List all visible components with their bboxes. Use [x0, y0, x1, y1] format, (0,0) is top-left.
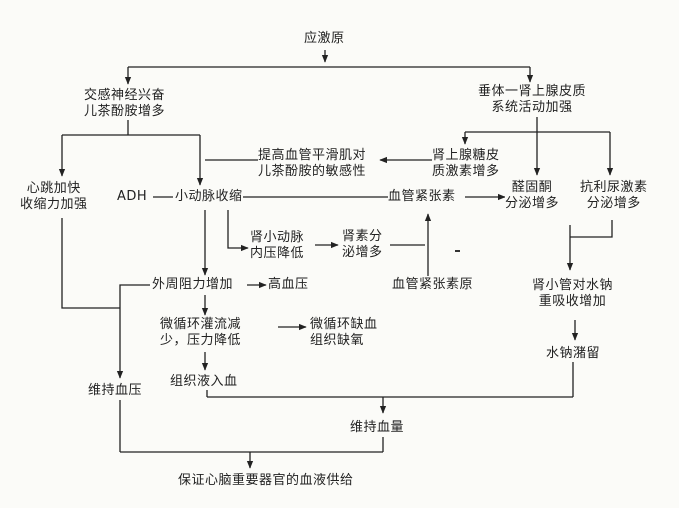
node-angiotensinogen: 血管紧张素原 [392, 277, 474, 293]
node-adh-hormone-line2: 分泌增多 [586, 196, 641, 211]
node-ischemia-line2: 组织缺氧 [310, 333, 365, 348]
node-maintain-volume: 维持血量 [350, 420, 405, 436]
node-microcirculation-line1: 微循环灌流减 [160, 317, 242, 332]
node-sensitivity-line1: 提高血管平滑肌对 [258, 148, 367, 163]
node-adh: ADH [117, 189, 148, 205]
node-glucocorticoid-line2: 质激素增多 [432, 164, 500, 179]
node-ischemia-line1: 微循环缺血 [310, 317, 378, 332]
node-hypertension: 高血压 [268, 277, 309, 293]
node-adh-hormone: 抗利尿激素 分泌增多 [580, 180, 648, 212]
stray-mark [455, 250, 460, 252]
node-renin-line2: 泌增多 [342, 245, 383, 260]
node-renal-artery: 肾小动脉 内压降低 [250, 230, 305, 262]
node-renal-artery-line1: 肾小动脉 [250, 230, 305, 245]
node-renal-artery-line2: 内压降低 [250, 246, 305, 261]
node-microcirculation-line2: 少，压力降低 [160, 333, 242, 348]
node-aldosterone-line1: 醛固酮 [511, 180, 553, 195]
node-vasoconstrictor: 血管紧张素 [388, 189, 456, 205]
line-heart-down [61, 218, 120, 309]
node-renin: 肾素分 泌增多 [342, 229, 383, 261]
node-tubule: 肾小管对水钠 重吸收增加 [532, 278, 614, 310]
node-glucocorticoid: 肾上腺糖皮 质激素增多 [432, 148, 500, 180]
line-resistance-left [119, 284, 150, 308]
node-resistance: 外周阻力增加 [152, 277, 234, 293]
node-sympathetic: 交感神经兴奋 儿茶酚胺增多 [84, 88, 166, 120]
node-sensitivity-line2: 儿茶酚胺的敏感性 [258, 164, 367, 179]
node-glucocorticoid-line1: 肾上腺糖皮 [432, 148, 500, 163]
node-adh-hormone-line1: 抗利尿激素 [580, 180, 648, 195]
line-arteriole-to-renal [227, 210, 249, 252]
node-pituitary-line1: 垂体一肾上腺皮质 [478, 84, 587, 99]
node-aldosterone-line2: 分泌增多 [505, 196, 560, 211]
node-heart-line2: 收缩力加强 [20, 197, 88, 212]
node-microcirculation: 微循环灌流减 少，压力降低 [160, 317, 242, 349]
node-retention: 水钠潴留 [546, 346, 601, 362]
node-pituitary-line2: 系统活动加强 [491, 100, 573, 115]
node-aldosterone: 醛固酮 分泌增多 [505, 180, 560, 212]
node-heart-line1: 心跳加快 [26, 181, 81, 196]
node-ensure-supply: 保证心脑重要器官的血液供给 [178, 473, 354, 489]
node-renin-line1: 肾素分 [342, 229, 383, 244]
node-sensitivity: 提高血管平滑肌对 儿茶酚胺的敏感性 [258, 148, 367, 180]
node-ischemia: 微循环缺血 组织缺氧 [310, 317, 378, 349]
node-arteriole: 小动脉收缩 [175, 189, 243, 205]
node-pituitary: 垂体一肾上腺皮质 系统活动加强 [478, 84, 587, 116]
node-maintain-bp: 维持血压 [88, 383, 143, 399]
node-fluid: 组织液入血 [170, 374, 238, 390]
node-sympathetic-line2: 儿茶酚胺增多 [84, 104, 166, 119]
line-adh-hormone-down [570, 220, 613, 238]
node-tubule-line2: 重吸收增加 [538, 294, 607, 309]
node-tubule-line1: 肾小管对水钠 [532, 278, 614, 293]
node-heart: 心跳加快 收缩力加强 [20, 181, 88, 213]
node-sympathetic-line1: 交感神经兴奋 [84, 88, 166, 103]
node-stress: 应激原 [304, 31, 345, 47]
